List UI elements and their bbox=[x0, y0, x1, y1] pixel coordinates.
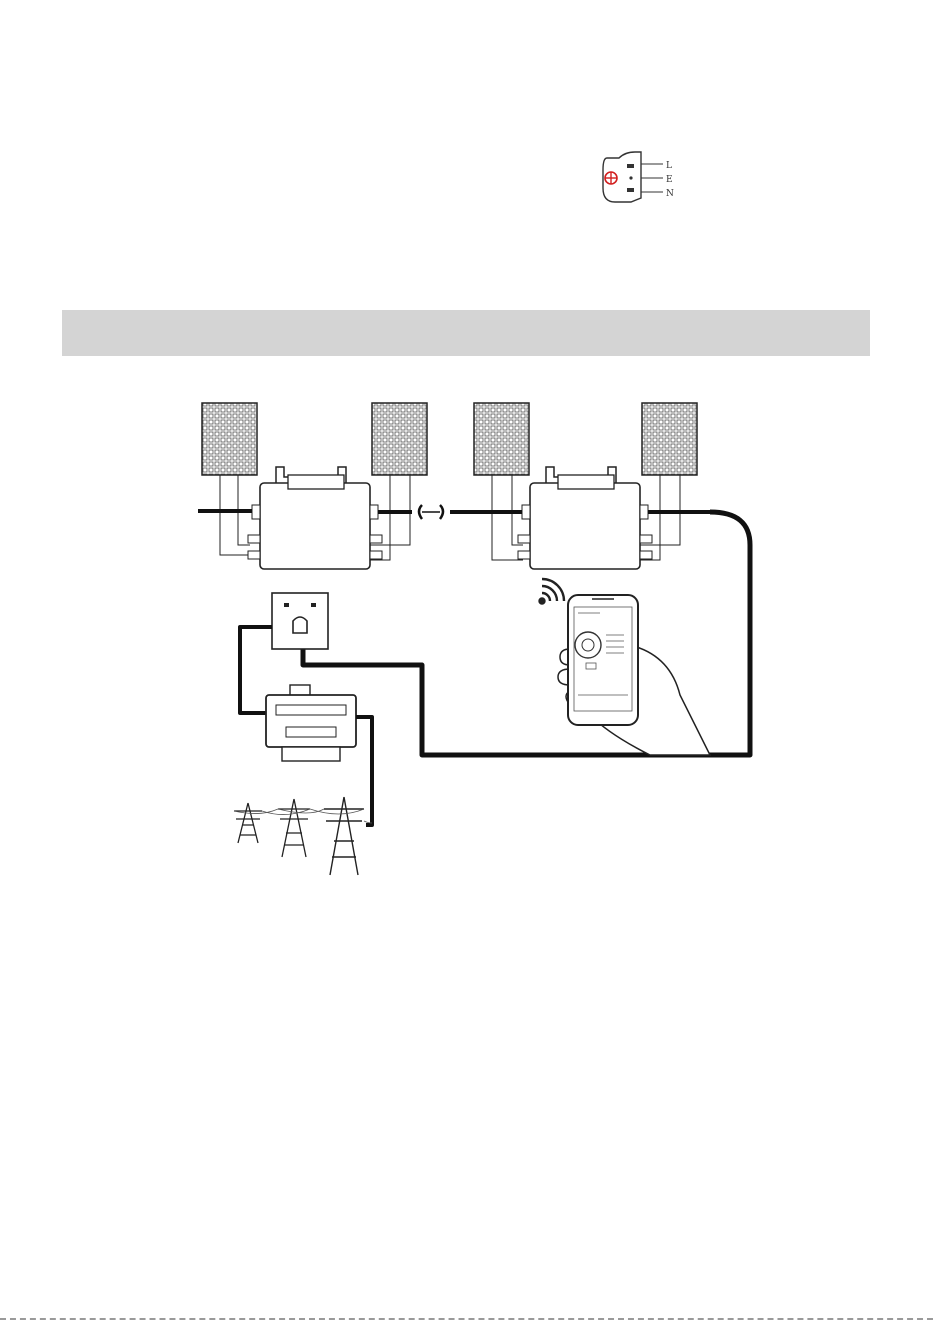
microinverter-icon bbox=[518, 467, 652, 569]
solar-panel-icon bbox=[202, 403, 257, 475]
power-tower-icon bbox=[324, 797, 364, 875]
pin-label-l: L bbox=[666, 161, 672, 171]
section-header-bar bbox=[62, 310, 870, 356]
pin-label-n: N bbox=[666, 189, 674, 199]
solar-panel-icon bbox=[372, 403, 427, 475]
solar-panel-icon bbox=[474, 403, 529, 475]
ac-connector-figure: L E N bbox=[585, 148, 695, 208]
wiring-diagram bbox=[190, 395, 790, 885]
pin-label-e: E bbox=[666, 175, 673, 185]
wall-socket-icon bbox=[272, 593, 328, 649]
smartphone-icon bbox=[568, 595, 638, 725]
microinverter-icon bbox=[248, 467, 382, 569]
ac-connector-icon bbox=[603, 152, 641, 202]
energy-meter-icon bbox=[266, 685, 356, 761]
page-bottom-rule bbox=[0, 1318, 933, 1320]
wifi-icon bbox=[540, 579, 565, 604]
solar-panel-icon bbox=[642, 403, 697, 475]
power-tower-icon bbox=[234, 803, 262, 843]
power-tower-icon bbox=[278, 799, 310, 857]
